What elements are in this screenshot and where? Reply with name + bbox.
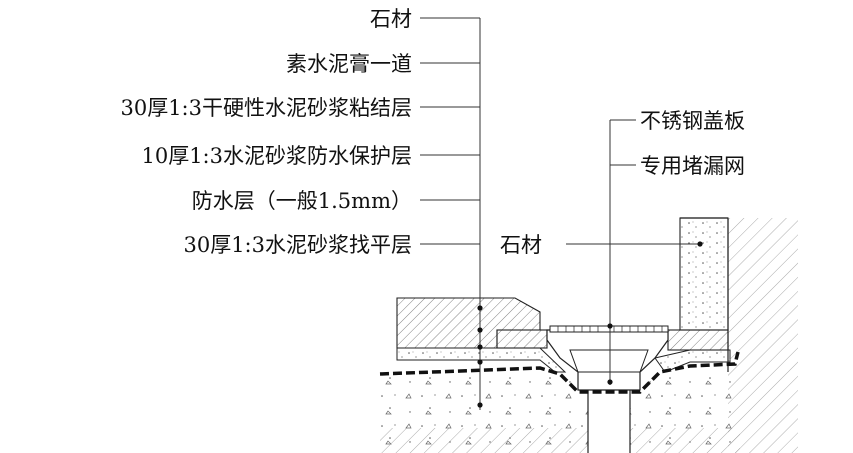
- label-cover-plate: 不锈钢盖板: [640, 109, 745, 133]
- base-hatch-right: [630, 428, 740, 453]
- wall: [728, 218, 798, 453]
- waterproof-membrane: [379, 351, 740, 394]
- label-stone: 石材: [370, 7, 412, 31]
- floor-structure: [379, 217, 798, 453]
- stone-left: [496, 329, 548, 349]
- drain-pipe: [587, 390, 631, 453]
- right-labels: 不锈钢盖板 专用堵漏网: [640, 109, 745, 178]
- label-protection-layer: 10厚1:3水泥砂浆防水保护层: [141, 144, 412, 168]
- drain-funnel: [546, 329, 669, 391]
- label-waterproof-layer: 防水层（一般1.5mm）: [192, 189, 412, 213]
- label-stone-middle: 石材: [500, 233, 542, 257]
- leveling-layer-right: [654, 349, 731, 373]
- wall-finish: [679, 217, 729, 331]
- drain-inner: [569, 349, 649, 373]
- label-leak-net: 专用堵漏网: [640, 154, 745, 178]
- stone-right: [667, 329, 729, 351]
- leader-lines: [420, 17, 703, 410]
- label-cement-paste: 素水泥膏一道: [286, 52, 412, 76]
- left-labels: 石材 素水泥膏一道 30厚1:3干硬性水泥砂浆粘结层 10厚1:3水泥砂浆防水保…: [120, 7, 412, 257]
- cover-grating: [557, 326, 663, 332]
- base-hatch: [380, 428, 588, 453]
- label-leveling-layer: 30厚1:3水泥砂浆找平层: [183, 233, 412, 257]
- label-bonding-layer: 30厚1:3干硬性水泥砂浆粘结层: [120, 96, 412, 120]
